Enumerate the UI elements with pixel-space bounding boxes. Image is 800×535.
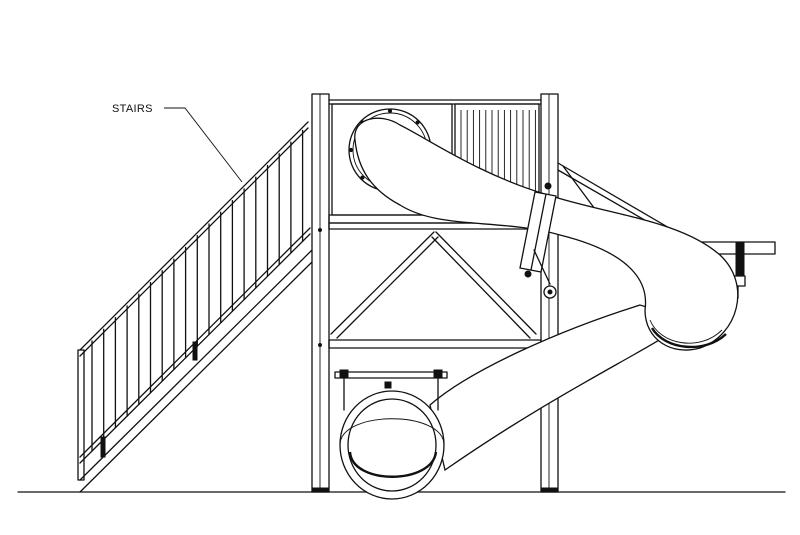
- stair-balusters: [91, 129, 304, 452]
- clamp: [533, 249, 557, 299]
- spiral-tube-slide: [354, 117, 739, 472]
- cross-bracing: [330, 231, 537, 339]
- tube-coupling: [519, 182, 557, 278]
- stairs-label: STAIRS: [112, 103, 153, 115]
- stairs-callout: STAIRS: [112, 103, 243, 183]
- stairs: [77, 121, 313, 493]
- exit-tube: [334, 369, 448, 500]
